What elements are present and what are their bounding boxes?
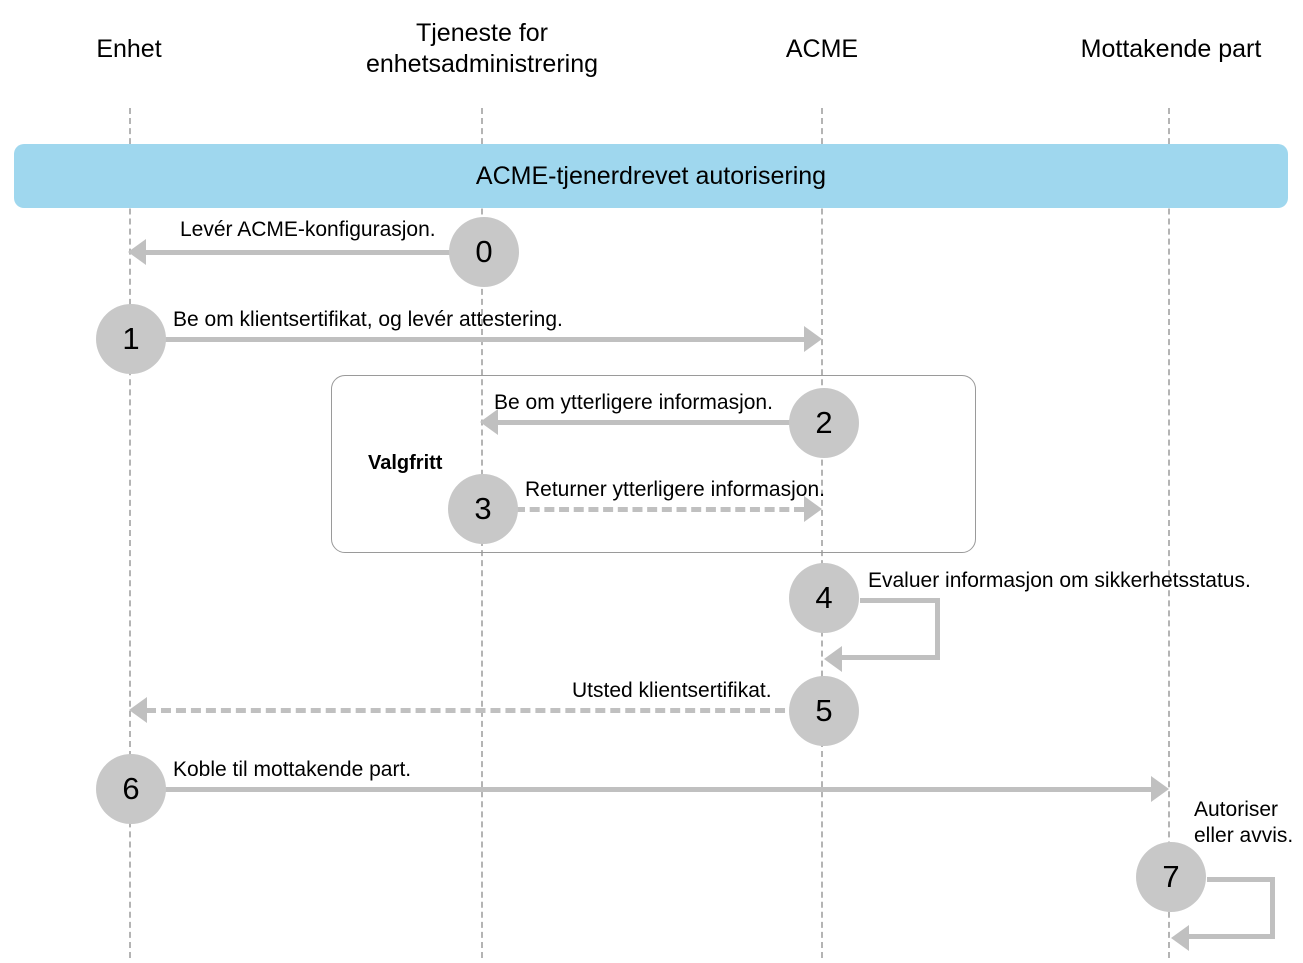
- step-7-self-loop: [1207, 877, 1275, 939]
- step-1-marker: 1: [96, 304, 166, 374]
- step-6-marker: 6: [96, 754, 166, 824]
- lifeline-header-mdm: Tjeneste for enhetsadministrering: [365, 19, 599, 78]
- step-5-label: Utsted klientsertifikat.: [572, 679, 772, 702]
- step-4-arrowhead: [824, 646, 842, 672]
- step-6-label: Koble til mottakende part.: [173, 758, 412, 781]
- step-5-arrowhead: [129, 697, 147, 723]
- step-4-number: 4: [815, 580, 833, 615]
- step-1-arrowhead: [804, 326, 822, 352]
- step-1-number: 1: [122, 321, 140, 356]
- step-2-arrowhead: [480, 409, 498, 435]
- step-3-arrowhead: [804, 496, 822, 522]
- step-0-marker: 0: [449, 217, 519, 287]
- step-5-number: 5: [815, 693, 833, 728]
- step-0-arrowhead: [128, 239, 146, 265]
- step-4-label: Evaluer informasjon om sikkerhetsstatus.: [868, 569, 1251, 592]
- step-1-line: [163, 337, 804, 342]
- step-6-arrowhead: [1151, 776, 1169, 802]
- step-0-label: Levér ACME-konfigurasjon.: [180, 218, 436, 241]
- optional-group-label: Valgfritt: [368, 452, 443, 474]
- step-7-label: Autoriser eller avvis.: [1194, 798, 1294, 847]
- lifeline-rp: [1168, 108, 1170, 958]
- step-7-marker: 7: [1136, 842, 1206, 912]
- step-6-line: [163, 787, 1151, 792]
- step-1-label: Be om klientsertifikat, og levér atteste…: [173, 308, 563, 331]
- optional-group-box: [331, 375, 976, 553]
- step-2-number: 2: [815, 405, 833, 440]
- step-0-number: 0: [475, 234, 493, 269]
- step-7-number: 7: [1162, 859, 1180, 894]
- step-7-return-line: [1187, 934, 1215, 939]
- phase-banner-label: ACME-tjenerdrevet autorisering: [475, 161, 827, 190]
- lifeline-header-acme: ACME: [785, 35, 859, 63]
- step-6-number: 6: [122, 771, 140, 806]
- step-3-line: [515, 507, 804, 512]
- step-5-marker: 5: [789, 676, 859, 746]
- step-3-number: 3: [474, 491, 492, 526]
- lifeline-enhet: [129, 108, 131, 958]
- step-2-marker: 2: [789, 388, 859, 458]
- step-7-arrowhead: [1171, 925, 1189, 951]
- phase-banner: ACME-tjenerdrevet autorisering: [14, 144, 1288, 208]
- step-0-line: [145, 250, 450, 255]
- step-4-marker: 4: [789, 563, 859, 633]
- step-3-marker: 3: [448, 474, 518, 544]
- step-2-label: Be om ytterligere informasjon.: [494, 391, 773, 414]
- lifeline-acme: [821, 108, 823, 958]
- step-5-line: [146, 708, 800, 713]
- lifeline-header-enhet: Enhet: [96, 35, 162, 63]
- step-2-line: [497, 420, 800, 425]
- lifeline-header-rp: Mottakende part: [1080, 35, 1262, 63]
- step-4-self-loop: [860, 598, 940, 660]
- step-4-return-line: [840, 655, 868, 660]
- step-3-label: Returner ytterligere informasjon.: [525, 478, 825, 501]
